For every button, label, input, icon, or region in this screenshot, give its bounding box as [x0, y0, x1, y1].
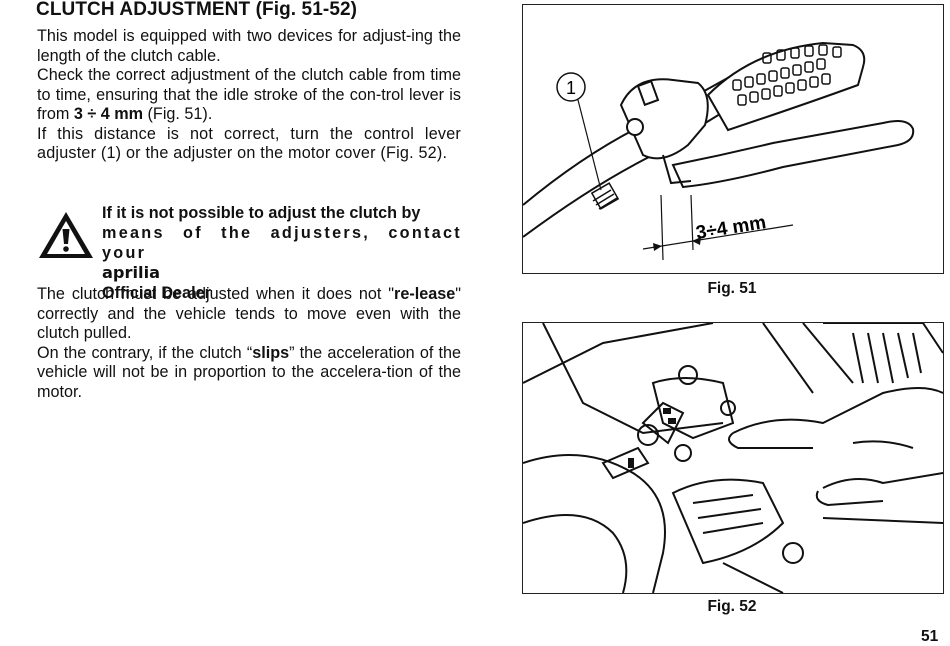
release-emphasis: re-lease [394, 285, 456, 303]
warning-text: If it is not possible to adjust the clut… [102, 203, 462, 303]
slips-emphasis: slips [252, 343, 290, 362]
body-paragraph-1: The clutch must be adjusted when it does… [37, 285, 461, 344]
body-text: The clutch must be adjusted when it does… [37, 285, 461, 402]
intro-paragraph-1: This model is equipped with two devices … [37, 27, 461, 65]
warning-line-3-rest: Official Dealer [102, 284, 211, 302]
idle-stroke-value: 3 ÷ 4 mm [73, 105, 144, 123]
callout-label-1: 1 [566, 78, 576, 98]
figure-51-caption: Fig. 51 [707, 280, 757, 297]
intro-paragraph-2-start: Check the correct adjustment of the clut… [37, 66, 461, 123]
body-paragraph-1-start: The clutch must be adjusted when it does… [37, 285, 395, 303]
intro-text: This model is equipped with two devices … [37, 27, 461, 164]
aprilia-brand-text: aprilia [102, 263, 161, 282]
warning-box: If it is not possible to adjust the clut… [38, 203, 462, 302]
warning-line-2: means of the adjusters, contact your [102, 224, 462, 262]
engine-cover-adjuster-illustration [523, 323, 943, 593]
body-paragraph-2-end: ” the acceleration of the vehicle will n… [37, 343, 462, 401]
body-paragraph-2-start: On the contrary, if the clutch “ [37, 343, 253, 362]
stroke-dimension-label: 3÷4 mm [694, 212, 767, 244]
page-title: CLUTCH ADJUSTMENT (Fig. 51-52) [36, 0, 358, 20]
figure-52 [522, 322, 944, 594]
intro-paragraph-2-end: (Fig. 51). [143, 105, 213, 123]
intro-paragraph-3: If this distance is not correct, turn th… [37, 124, 461, 163]
warning-line-1: If it is not possible to adjust the clut… [102, 204, 421, 222]
figure-51: 1 3÷4 mm [522, 4, 944, 274]
intro-paragraph-2: Check the correct adjustment of the clut… [37, 66, 461, 125]
clutch-lever-illustration: 1 3÷4 mm [523, 41, 915, 261]
figure-52-caption: Fig. 52 [707, 598, 757, 615]
body-paragraph-2: On the contrary, if the clutch “slips” t… [37, 344, 461, 403]
warning-triangle-icon [39, 212, 93, 258]
page-number: 51 [921, 628, 939, 645]
body-paragraph-1-end: " correctly and the vehicle tends to mov… [37, 285, 461, 342]
warning-line-3: aprilia Official Dealer [102, 263, 462, 303]
